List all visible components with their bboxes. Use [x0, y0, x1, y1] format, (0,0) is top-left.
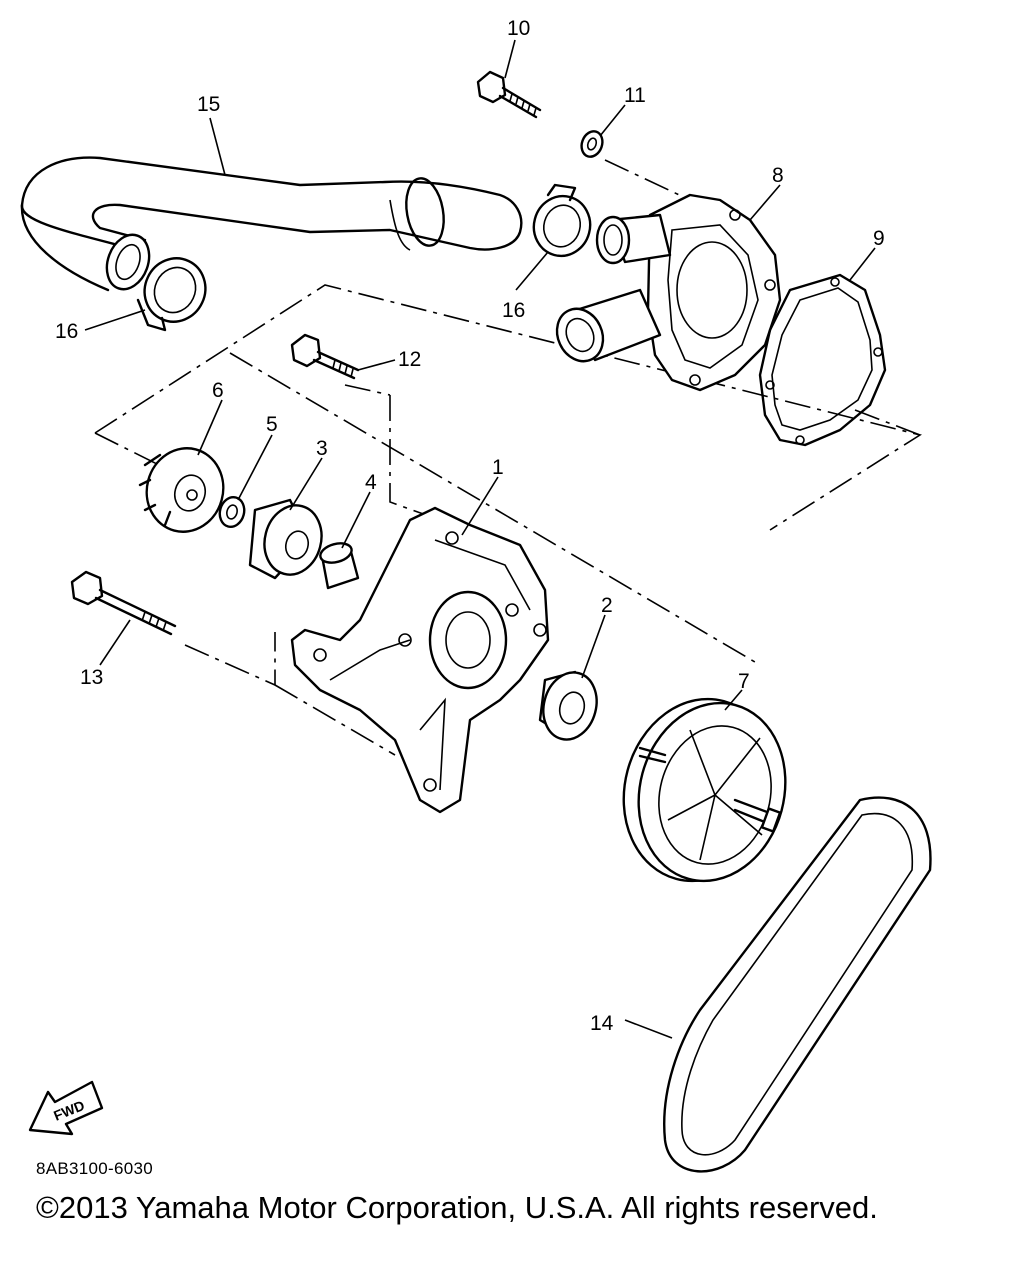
v-belt-part-14 [663, 796, 932, 1173]
bearing-part-2 [538, 670, 598, 741]
callout-8: 8 [772, 164, 784, 187]
bolt-part-13 [70, 570, 177, 636]
water-pump-cover-part-8 [555, 193, 782, 392]
callout-2: 2 [601, 594, 613, 617]
gasket-part-9 [758, 273, 887, 447]
callout-14: 14 [590, 1012, 614, 1035]
copyright-notice: ©2013 Yamaha Motor Corporation, U.S.A. A… [36, 1190, 878, 1225]
callout-7: 7 [738, 670, 750, 693]
callout-4: 4 [365, 471, 377, 494]
callout-leader-lines [84, 39, 876, 1039]
washer-part-5 [218, 495, 246, 529]
hose-clamp-part-16-right [532, 183, 592, 258]
callout-10: 10 [507, 17, 530, 40]
callout-6: 6 [212, 379, 224, 402]
washer-part-11 [580, 130, 604, 158]
callout-16-left: 16 [55, 320, 78, 343]
callout-numbers: 10 11 15 8 9 16 16 12 6 5 3 4 1 2 7 13 1… [55, 17, 885, 1035]
seal-part-3 [248, 498, 323, 580]
callout-9: 9 [873, 227, 885, 250]
diagram-code: 8AB3100-6030 [36, 1159, 154, 1178]
forward-arrow-icon: FWD [28, 1080, 104, 1136]
callout-3: 3 [316, 437, 328, 460]
callout-15: 15 [197, 93, 220, 116]
callout-5: 5 [266, 413, 278, 436]
bolt-part-12 [290, 333, 360, 380]
bolt-part-10 [476, 70, 542, 119]
callout-11: 11 [624, 84, 646, 107]
pulley-part-7 [622, 697, 787, 883]
hose-part-15 [20, 156, 523, 292]
collar-part-4 [319, 542, 360, 590]
assembly-outline-lines [94, 159, 923, 756]
callout-1: 1 [492, 456, 504, 479]
callout-16-right: 16 [502, 299, 525, 322]
pump-housing-part-1 [290, 506, 550, 814]
hose-clamp-part-16-left [136, 257, 207, 332]
callout-13: 13 [80, 666, 103, 689]
callout-12: 12 [398, 348, 421, 371]
impeller-part-6 [138, 447, 225, 533]
